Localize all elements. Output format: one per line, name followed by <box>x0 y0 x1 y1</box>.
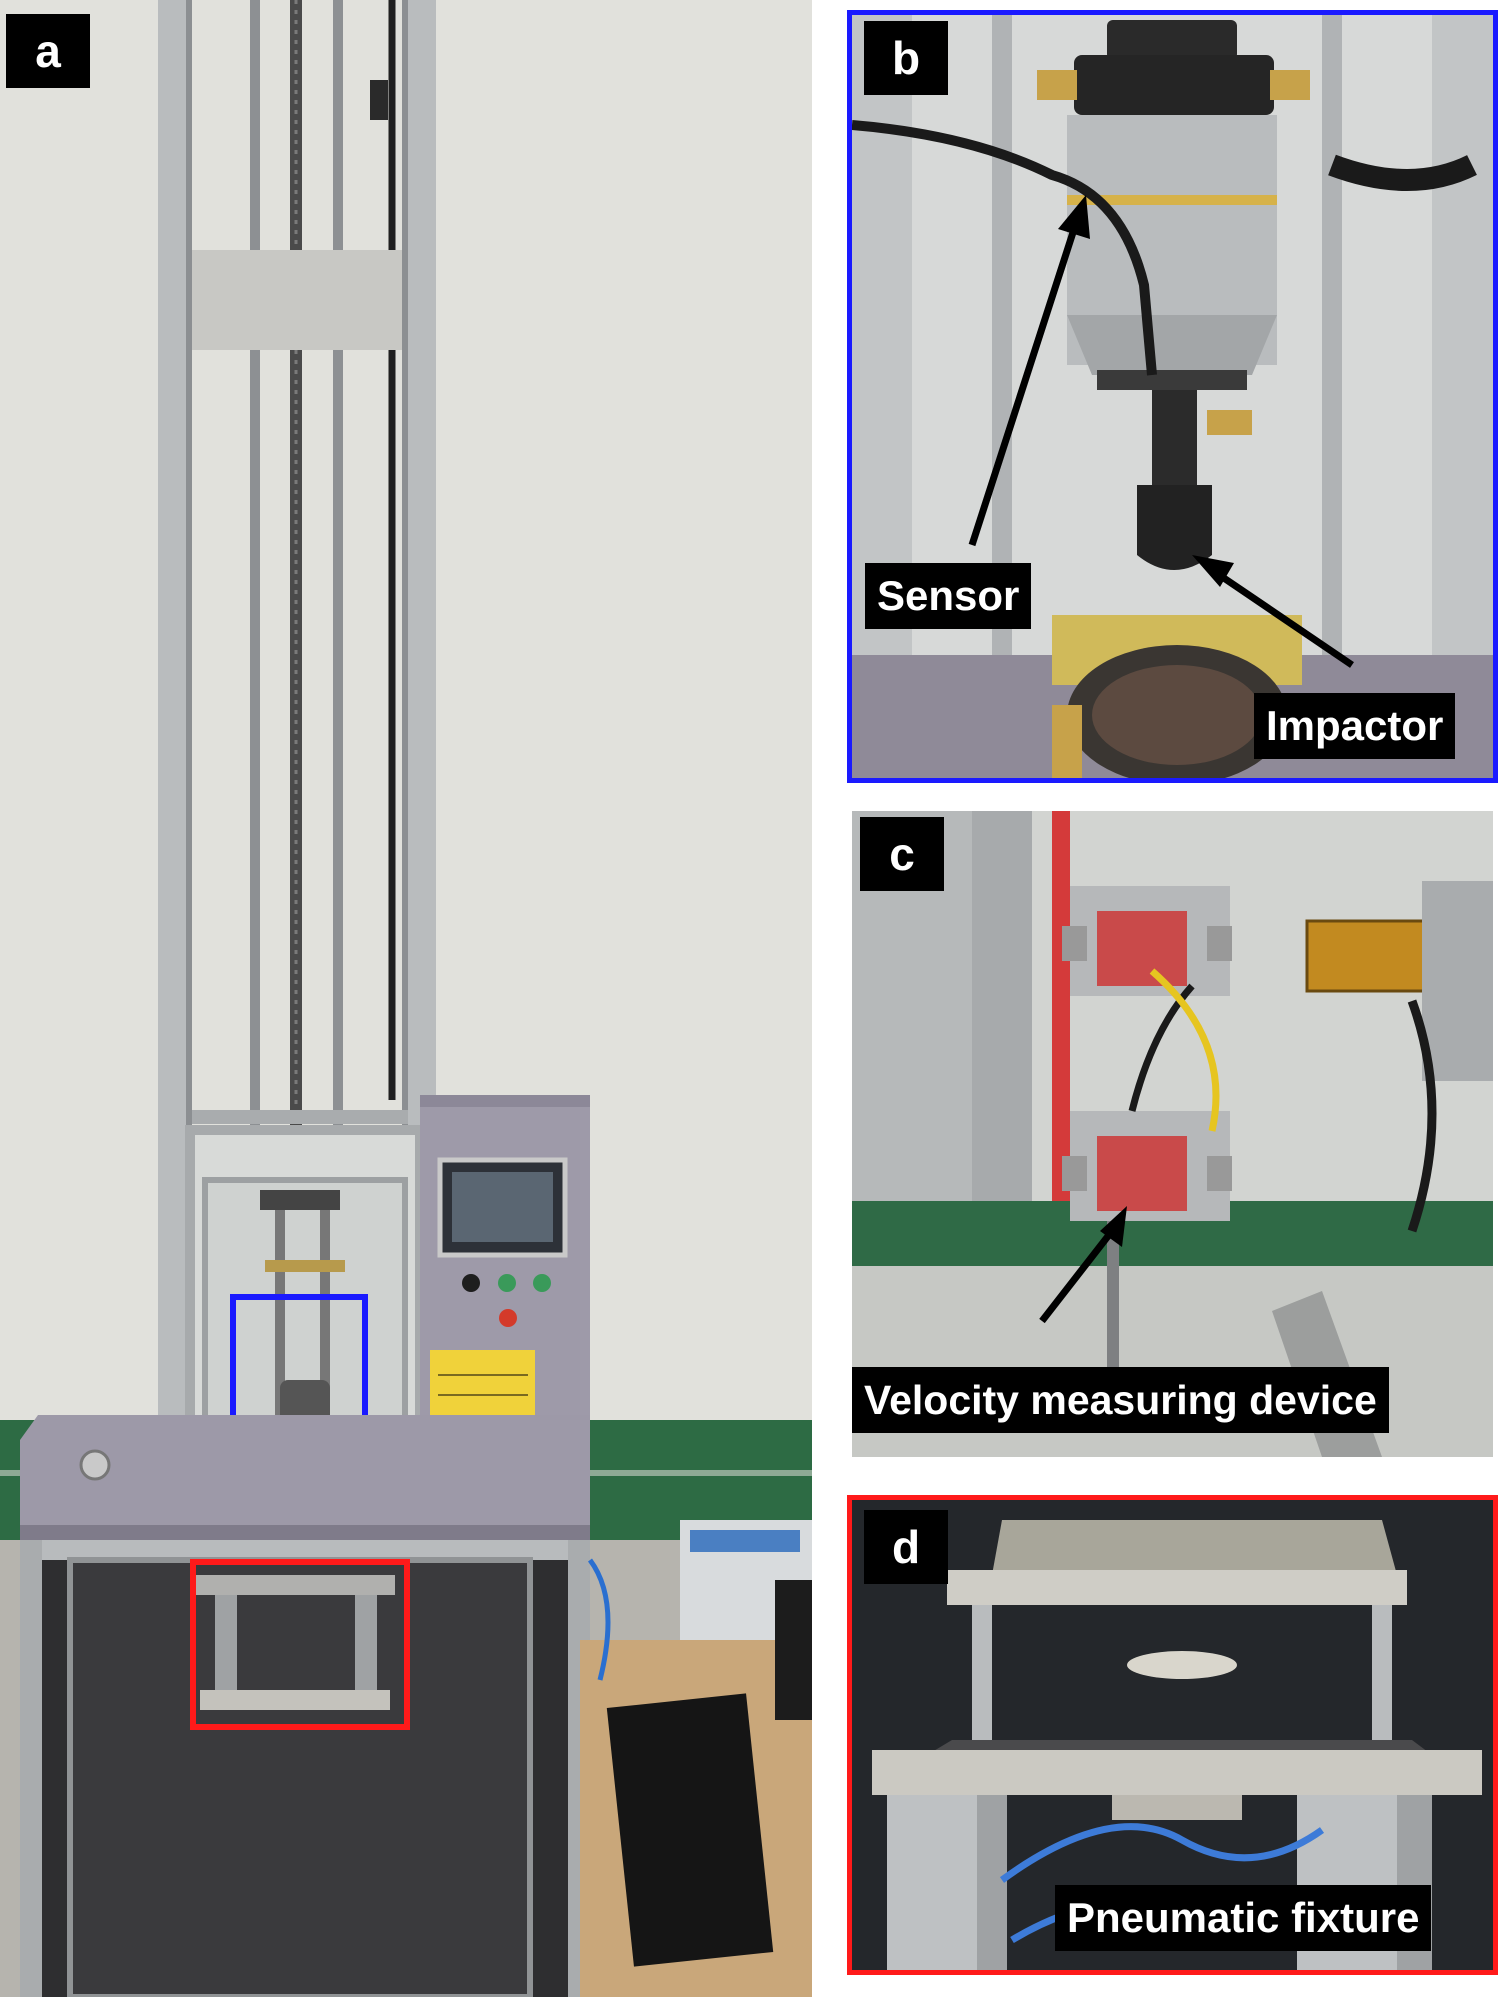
impactor-photo <box>852 15 1493 778</box>
velocity-device-photo <box>852 811 1493 1457</box>
panel-c-photo: c Velocity measuring device <box>852 811 1493 1457</box>
panel-b-tag: b <box>864 21 948 95</box>
panel-c-tag: c <box>860 817 944 891</box>
panel-b-photo: b Sensor Impactor <box>847 10 1498 783</box>
panel-a-photo: a <box>0 0 812 1997</box>
panel-d-photo: d Pneumatic fixture <box>847 1495 1498 1975</box>
fixture-label: Pneumatic fixture <box>1055 1885 1432 1951</box>
drop-tower-photo <box>0 0 812 1997</box>
red-highlight-box <box>190 1559 410 1730</box>
velocity-label: Velocity measuring device <box>852 1367 1389 1433</box>
panel-a-tag: a <box>6 14 90 88</box>
panel-d-tag: d <box>864 1510 948 1584</box>
sensor-label: Sensor <box>865 563 1032 629</box>
impactor-label: Impactor <box>1254 693 1456 759</box>
